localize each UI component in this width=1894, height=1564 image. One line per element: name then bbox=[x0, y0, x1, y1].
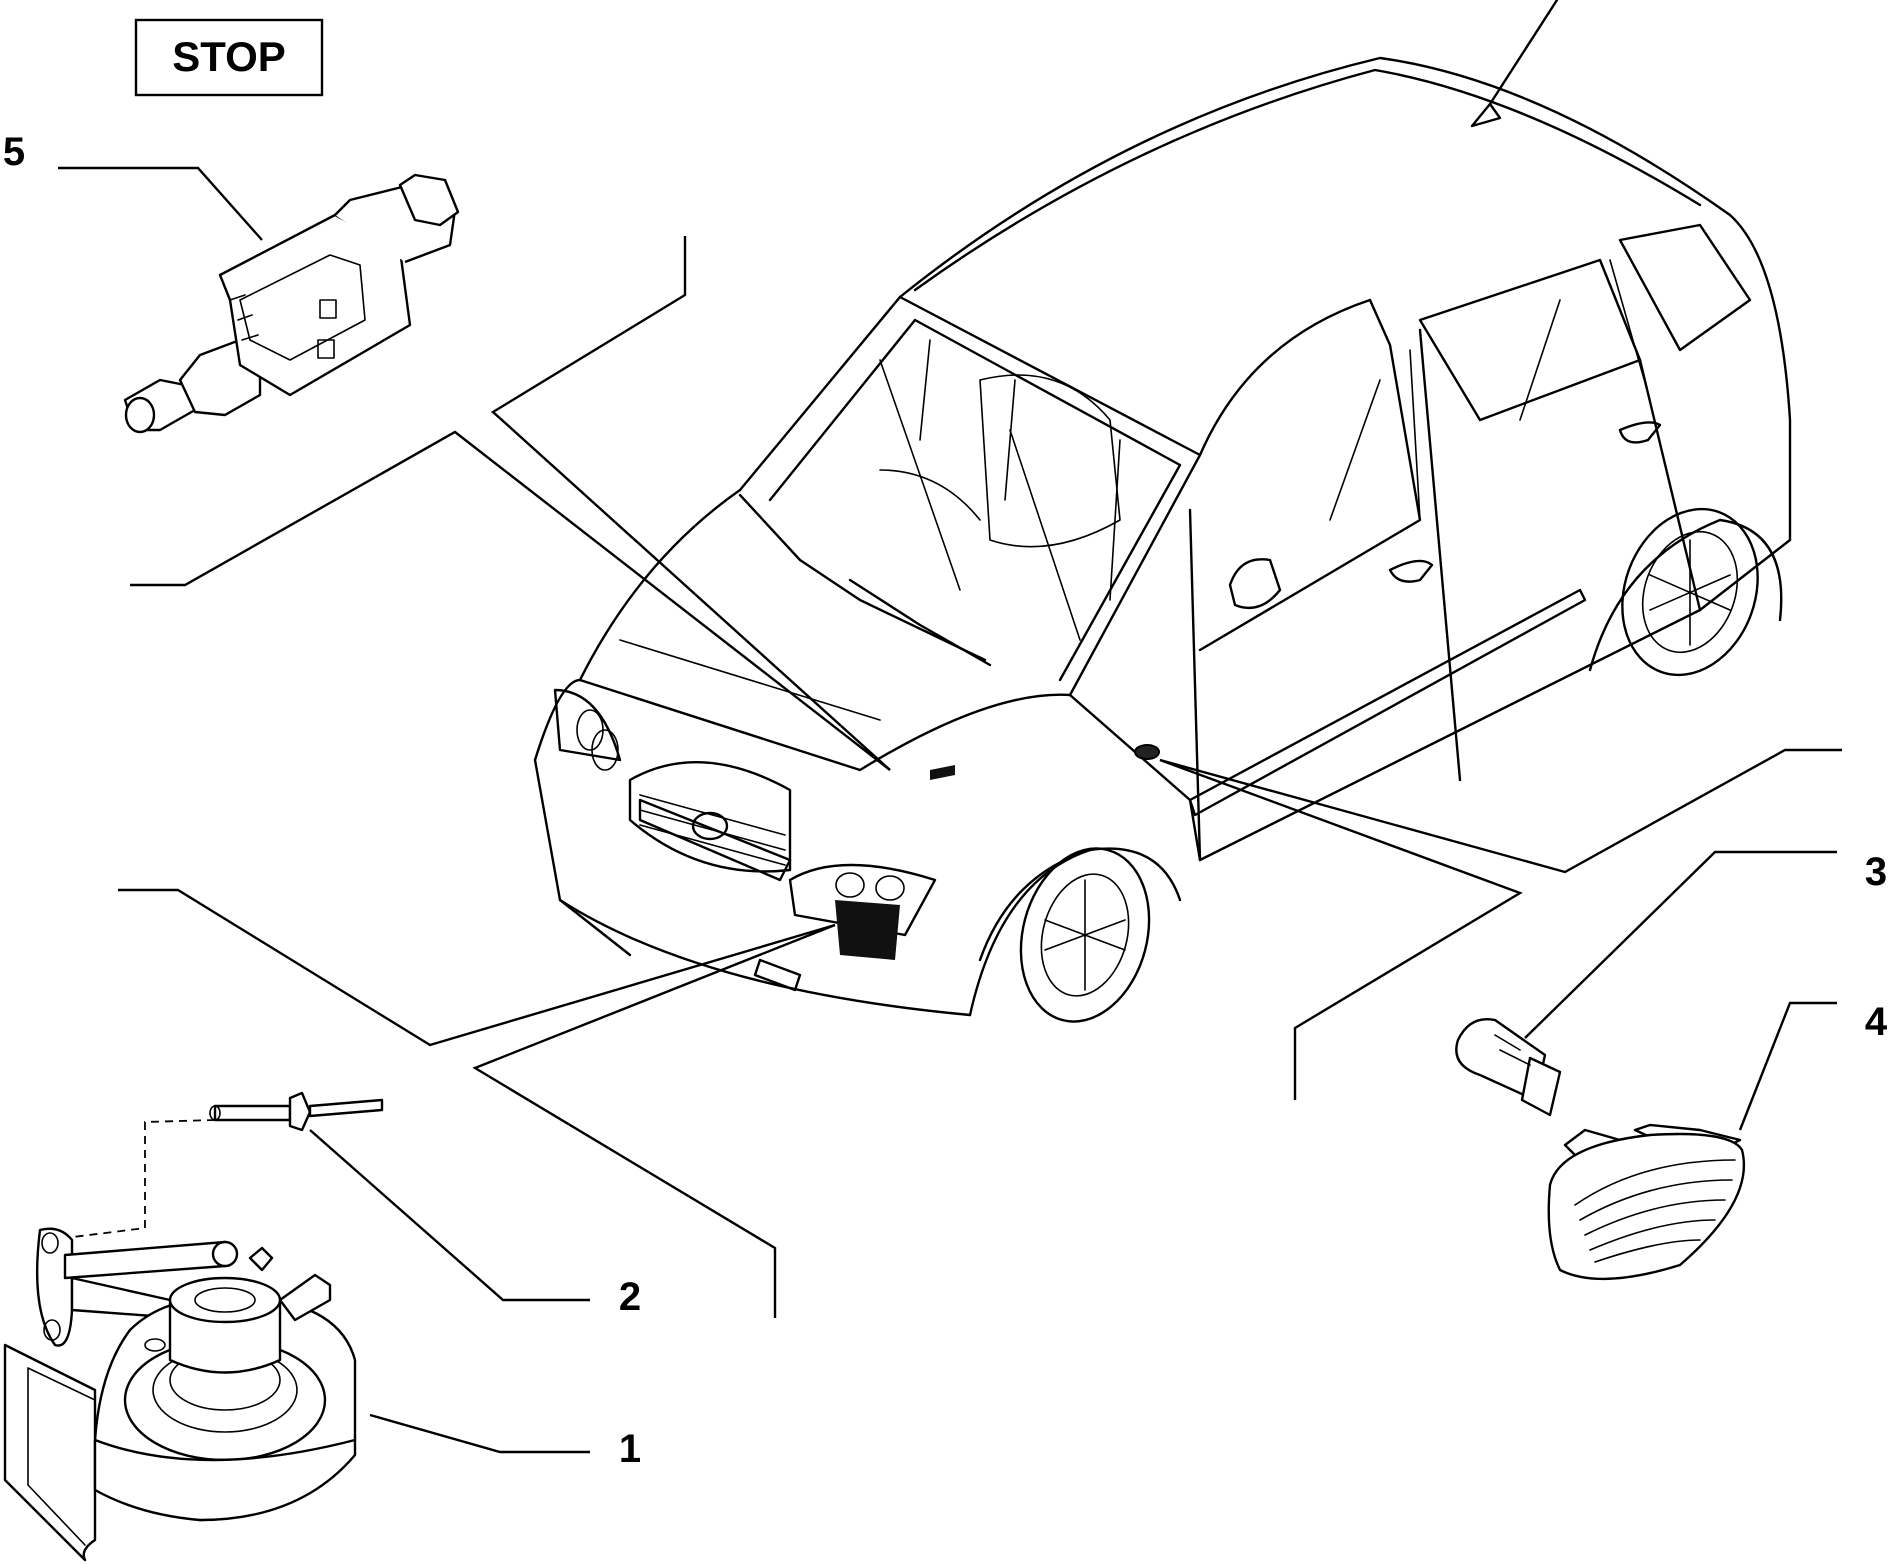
callout-2: 2 bbox=[619, 1275, 641, 1319]
car-illustration bbox=[533, 0, 1792, 1023]
side-repeater-part bbox=[1547, 1123, 1746, 1281]
callout-3: 3 bbox=[1865, 850, 1887, 894]
leader-lines bbox=[58, 166, 1842, 1454]
horn-part bbox=[3, 1227, 357, 1562]
stop-light-switch-part bbox=[123, 173, 460, 434]
callout-labels: 5 2 1 3 4 bbox=[3, 130, 1888, 1471]
stop-label: STOP bbox=[172, 33, 286, 80]
rivet-link-dashed bbox=[64, 1119, 216, 1239]
bulb-part bbox=[1455, 1018, 1562, 1117]
callout-1: 1 bbox=[619, 1427, 641, 1471]
callout-4: 4 bbox=[1865, 1000, 1888, 1044]
rivet-part bbox=[209, 1091, 384, 1132]
callout-5: 5 bbox=[3, 130, 25, 174]
stop-label-box: STOP bbox=[134, 18, 324, 97]
